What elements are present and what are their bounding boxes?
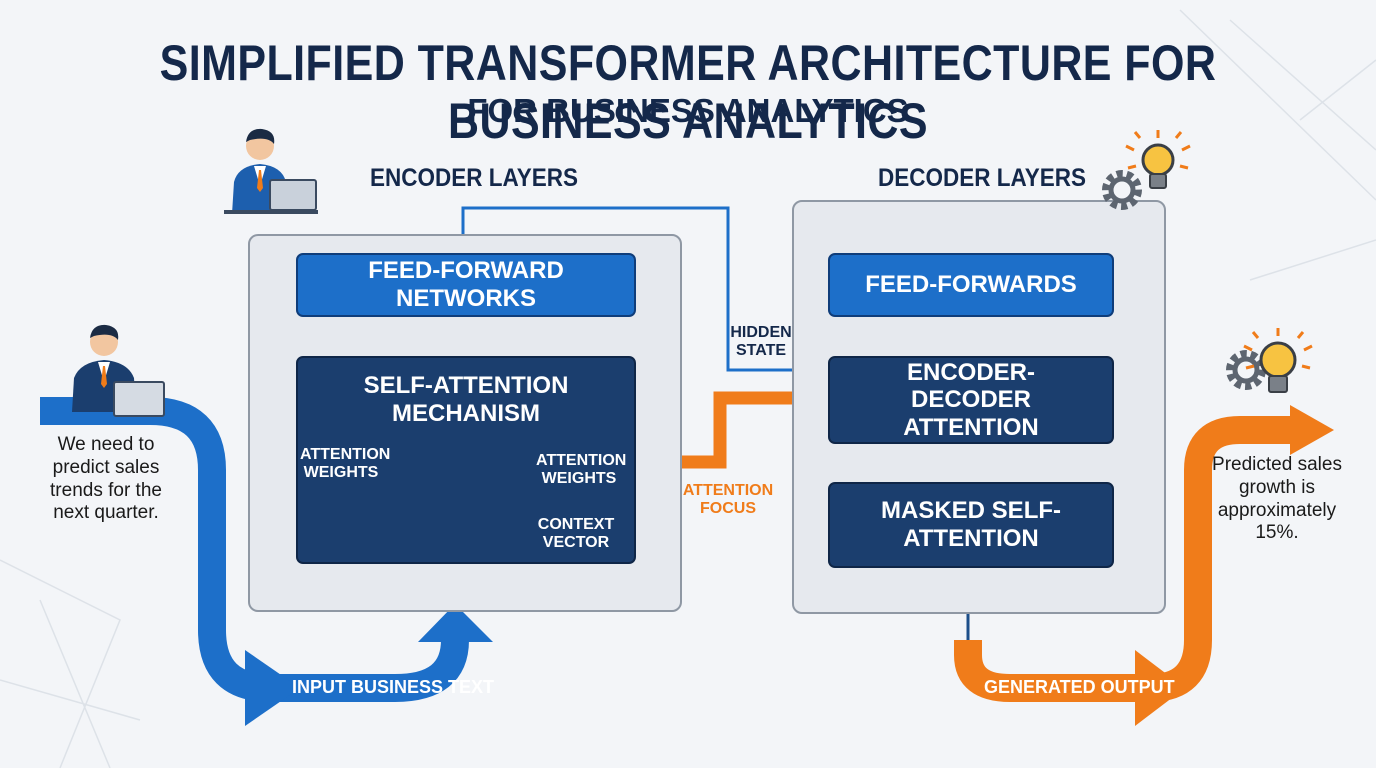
masked-self-attention-box: MASKED SELF-ATTENTION: [828, 482, 1114, 568]
page-subtitle: FOR BUSINESS ANALYTICS: [467, 92, 909, 129]
attention-weights-left-label: ATTENTION WEIGHTS: [300, 446, 391, 481]
attention-weights-right-label: ATTENTION WEIGHTS: [536, 452, 627, 487]
hidden-state-label: HIDDEN STATE: [730, 324, 792, 359]
feed-forward-networks-box: FEED-FORWARD NETWORKS: [296, 253, 636, 317]
gear-icon: [1226, 350, 1266, 390]
feed-forwards-box: FEED-FORWARDS: [828, 253, 1114, 317]
lightbulb-icon: [1243, 328, 1313, 393]
encoder-decoder-attention-label: ENCODER-DECODER ATTENTION: [903, 358, 1039, 441]
person-laptop-icon: [224, 128, 318, 214]
input-business-text-label: INPUT BUSINESS TEXT: [292, 677, 495, 697]
decoder-heading: DECODER LAYERS: [878, 164, 1086, 192]
input-speech-text: We need to predict sales trends for the …: [50, 434, 162, 524]
output-arrow: [954, 405, 1334, 726]
encoder-heading: ENCODER LAYERS: [370, 164, 578, 192]
generated-output-label: GENERATED OUTPUT: [984, 677, 1175, 697]
context-vector-label: CONTEXT VECTOR: [537, 516, 615, 551]
background-lines: [0, 9, 1376, 768]
input-arrow: [40, 397, 493, 726]
attention-focus-label: ATTENTION FOCUS: [682, 482, 774, 517]
masked-self-attention-label: MASKED SELF-ATTENTION: [881, 497, 1061, 552]
feed-forwards-label: FEED-FORWARDS: [865, 271, 1077, 299]
self-attention-box: SELF-ATTENTION MECHANISM: [296, 356, 636, 564]
lightbulb-icon: [1125, 130, 1191, 189]
person-laptop-icon: [72, 324, 165, 417]
encoder-decoder-attention-box: ENCODER-DECODER ATTENTION: [828, 356, 1114, 444]
page-title: SIMPLIFIED TRANSFORMER ARCHITECTURE FOR …: [159, 35, 1217, 149]
gear-icon: [1102, 170, 1142, 210]
self-attention-label: SELF-ATTENTION MECHANISM: [363, 372, 569, 427]
output-speech-text: Predicted sales growth is approximately …: [1212, 454, 1342, 544]
feed-forward-networks-label: FEED-FORWARD NETWORKS: [368, 257, 564, 312]
